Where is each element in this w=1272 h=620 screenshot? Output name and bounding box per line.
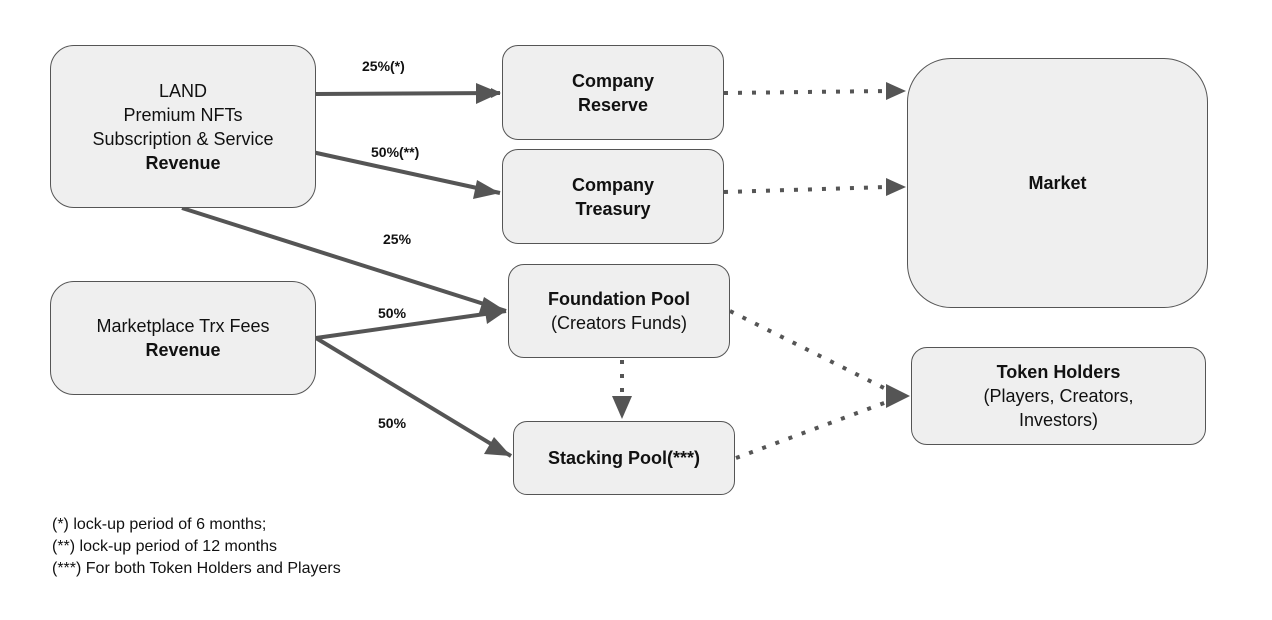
marketplace-line-revenue: Revenue <box>145 340 221 360</box>
reserve-line-1: Company <box>571 70 654 91</box>
dotted-foundation-to-holders <box>729 309 893 394</box>
dotted-treasury-to-market <box>723 185 889 194</box>
stacking-title: Stacking Pool(***) <box>547 448 701 468</box>
footnote-2: (**) lock-up period of 12 months <box>52 538 277 555</box>
dotted-stacking-to-holders <box>735 398 893 460</box>
foundation-subtitle: (Creators Funds) <box>550 313 688 333</box>
revenue-line-premium: Premium NFTs <box>123 104 243 125</box>
revenue-node: LAND Premium NFTs Subscription & Service… <box>50 45 316 208</box>
arrowhead-foundation-from-marketplace <box>484 305 506 324</box>
holders-line-1: (Players, Creators, <box>983 386 1134 406</box>
arrowhead-holders <box>886 384 910 408</box>
marketplace-line-fees: Marketplace Trx Fees <box>96 316 270 336</box>
revenue-line-land: LAND <box>158 80 207 101</box>
label-to-stacking: 50% <box>378 415 407 431</box>
stacking-pool-node: Stacking Pool(***) <box>513 421 735 495</box>
foundation-title: Foundation Pool <box>548 289 690 309</box>
company-treasury-node: Company Treasury <box>502 149 724 244</box>
market-node: Market <box>907 58 1208 308</box>
label-revenue-to-foundation: 25% <box>383 231 412 247</box>
arrow-marketplace-to-foundation <box>315 309 507 340</box>
arrow-revenue-to-foundation <box>181 206 507 313</box>
revenue-line-subscription: Subscription & Service <box>92 128 274 149</box>
arrow-revenue-to-reserve <box>315 88 501 99</box>
footnotes: (*) lock-up period of 6 months; (**) loc… <box>52 514 341 580</box>
treasury-line-2: Treasury <box>575 198 651 219</box>
dotted-reserve-to-market <box>723 89 889 95</box>
token-holders-node: Token Holders (Players, Creators, Invest… <box>911 347 1206 445</box>
label-marketplace-to-foundation: 50% <box>378 305 407 321</box>
holders-title: Token Holders <box>996 362 1121 382</box>
arrowhead-reserve <box>476 83 500 104</box>
arrowhead-market-top <box>886 82 906 100</box>
arrowhead-treasury <box>473 180 500 199</box>
market-title: Market <box>1028 173 1087 193</box>
company-reserve-node: Company Reserve <box>502 45 724 140</box>
footnote-1: (*) lock-up period of 6 months; <box>52 516 267 533</box>
reserve-line-2: Reserve <box>577 94 649 115</box>
footnote-3: (***) For both Token Holders and Players <box>52 560 341 577</box>
marketplace-node: Marketplace Trx Fees Revenue <box>50 281 316 395</box>
arrowhead-stacking <box>484 437 511 456</box>
holders-line-2: Investors) <box>1018 410 1099 430</box>
label-to-treasury: 50%(**) <box>371 144 420 160</box>
arrow-revenue-to-treasury <box>311 150 501 195</box>
label-to-reserve: 25%(*) <box>362 58 405 74</box>
revenue-line-revenue: Revenue <box>145 152 221 173</box>
arrowhead-stacking-top <box>612 396 632 419</box>
arrow-marketplace-to-stacking <box>314 336 513 458</box>
foundation-pool-node: Foundation Pool (Creators Funds) <box>508 264 730 358</box>
arrowhead-market-bottom <box>886 178 906 196</box>
treasury-line-1: Company <box>571 174 654 195</box>
